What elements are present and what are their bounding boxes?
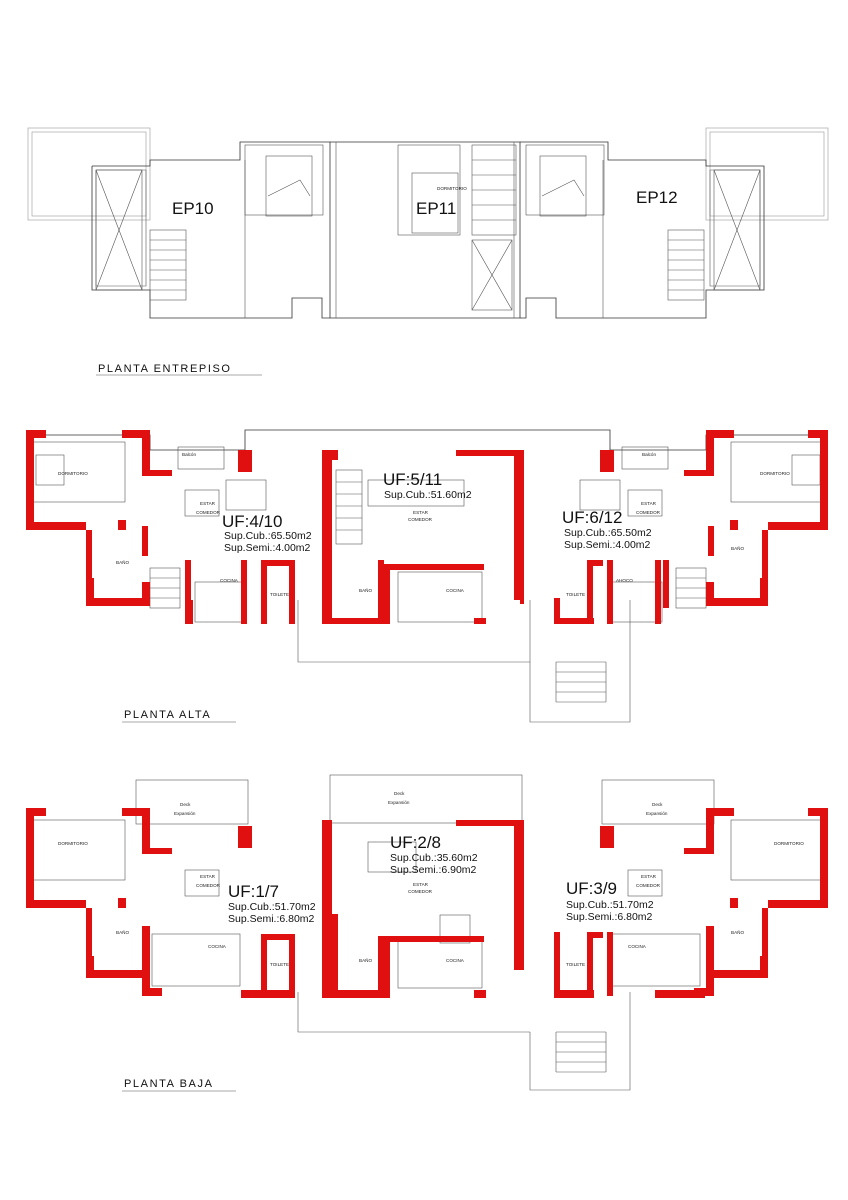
room-label-estar: ESTAR	[641, 501, 657, 506]
unit-sup-semi-uf-1-7: Sup.Semi.:6.80m2	[228, 913, 315, 925]
room-label-estar: ESTAR	[200, 874, 216, 879]
room-label-toilette: TOILETE	[566, 962, 585, 967]
room-label-estar: ESTAR	[413, 510, 429, 515]
unit-sup-cub-uf-6-12: Sup.Cub.:65.50m2	[564, 527, 652, 539]
unit-sup-cub-uf-2-8: Sup.Cub.:35.60m2	[390, 852, 478, 864]
unit-sup-semi-uf-2-8: Sup.Semi.:6.90m2	[390, 864, 477, 876]
unit-sup-semi-uf-6-12: Sup.Semi.:4.00m2	[564, 539, 651, 551]
room-label-estar: ESTAR	[641, 874, 657, 879]
unit-sup-cub-uf-1-7: Sup.Cub.:51.70m2	[228, 901, 316, 913]
unit-label-uf-1-7: UF:1/7	[228, 882, 279, 901]
floor-title-alta: PLANTA ALTA	[124, 709, 211, 721]
unit-sup-cub-uf-3-9: Sup.Cub.:51.70m2	[566, 899, 654, 911]
room-label-dormitorio: DORMITORIO	[774, 841, 804, 846]
room-label-toilette: TOILETE	[270, 592, 289, 597]
room-label-comedor: COMEDOR	[636, 883, 661, 888]
floor-title-baja: PLANTA BAJA	[124, 1078, 214, 1090]
room-label-comedor: COMEDOR	[408, 517, 433, 522]
room-label-comedor: COMEDOR	[196, 510, 221, 515]
room-label-cocina: COCINA	[628, 944, 647, 949]
room-label-cocina: COCINA	[208, 944, 227, 949]
unit-sup-cub-uf-4-10: Sup.Cub.:65.50m2	[224, 530, 312, 542]
baja-plan: Deck Expansión Deck Expansión Deck Expan…	[26, 774, 828, 1092]
room-label-bano: BAÑO	[359, 957, 372, 963]
room-label-bano: BAÑO	[731, 929, 744, 935]
floor-title-entrepiso: PLANTA ENTREPISO	[98, 363, 232, 375]
room-label-bano: BAÑO	[731, 545, 744, 551]
room-label-dormitorio: DORMITORIO	[58, 471, 88, 476]
room-label-balcon: Balcón	[182, 452, 196, 457]
room-label-toilette: TOILETE	[566, 592, 585, 597]
room-label-estar: ESTAR	[200, 501, 216, 506]
room-label-bano: BAÑO	[116, 929, 129, 935]
room-label-expansion: Expansión	[388, 800, 410, 805]
room-label-armario: AHOCO	[616, 578, 633, 583]
room-label-deck: Deck	[180, 802, 191, 807]
room-label-cocina: COCINA	[446, 958, 465, 963]
room-label-toilette: TOILETE	[270, 962, 289, 967]
room-label-cocina: COCINA	[446, 588, 465, 593]
room-label-dormitorio: DORMITORIO	[760, 471, 790, 476]
room-label-comedor: COMEDOR	[196, 883, 221, 888]
room-label-comedor: COMEDOR	[636, 510, 661, 515]
alta-plan: Balcón Balcón DORMITORIO DORMITORIO ESTA…	[26, 429, 828, 723]
room-label-dormitorio: DORMITORIO	[58, 841, 88, 846]
entrepiso-plan: EP10 EP11 EP12 DORMITORIO PLANTA ENTREPI…	[27, 127, 829, 376]
room-label-bano: BAÑO	[359, 587, 372, 593]
unit-sup-semi-uf-4-10: Sup.Semi.:4.00m2	[224, 542, 311, 554]
unit-label-ep12: EP12	[636, 188, 678, 207]
unit-label-ep11: EP11	[416, 199, 456, 218]
room-label-cocina: COCINA	[220, 578, 239, 583]
room-label-deck: Deck	[652, 802, 663, 807]
unit-label-uf-6-12: UF:6/12	[562, 508, 622, 527]
unit-label-uf-2-8: UF:2/8	[390, 833, 441, 852]
unit-label-uf-5-11: UF:5/11	[383, 470, 442, 489]
room-label-expansion: Expansión	[174, 811, 196, 816]
unit-label-uf-4-10: UF:4/10	[222, 512, 282, 531]
unit-label-uf-3-9: UF:3/9	[566, 879, 617, 898]
unit-sup-cub-uf-5-11: Sup.Cub.:51.60m2	[384, 489, 472, 501]
room-label-bano: BAÑO	[116, 559, 129, 565]
unit-label-ep10: EP10	[172, 199, 214, 218]
room-label-expansion: Expansión	[646, 811, 668, 816]
room-label-comedor: COMEDOR	[408, 889, 433, 894]
room-label-estar: ESTAR	[413, 882, 429, 887]
room-label-deck: Deck	[394, 791, 405, 796]
room-label-balcon: Balcón	[642, 452, 656, 457]
unit-sup-semi-uf-3-9: Sup.Semi.:6.80m2	[566, 911, 653, 923]
room-label-dormitorio: DORMITORIO	[437, 186, 467, 191]
